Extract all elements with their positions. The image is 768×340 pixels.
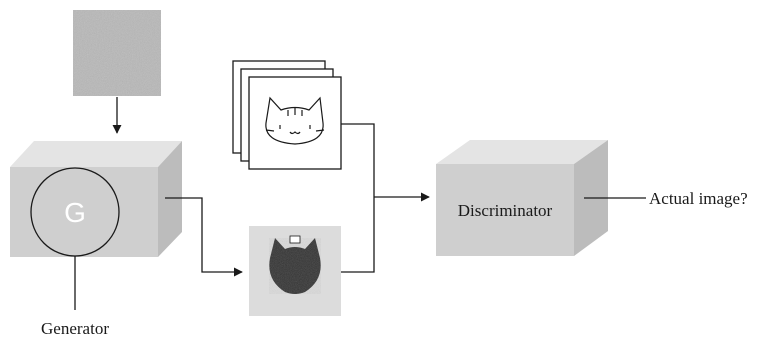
- real-images-stack-icon: [232, 60, 342, 170]
- discriminator-label: Discriminator: [458, 201, 553, 220]
- generator-label: Generator: [41, 319, 109, 338]
- output-label: Actual image?: [649, 189, 748, 208]
- real-images-connector: [341, 123, 375, 197]
- discriminator-box: Discriminator: [436, 140, 608, 256]
- generator-to-fake-arrow: [165, 197, 243, 277]
- noise-input-icon: [73, 10, 161, 96]
- fake-image-icon: [249, 226, 341, 316]
- cat-drawing-icon: [265, 96, 325, 145]
- generator-box: G: [10, 141, 182, 257]
- fake-image-connector: [341, 197, 375, 273]
- generator-symbol: G: [64, 197, 86, 228]
